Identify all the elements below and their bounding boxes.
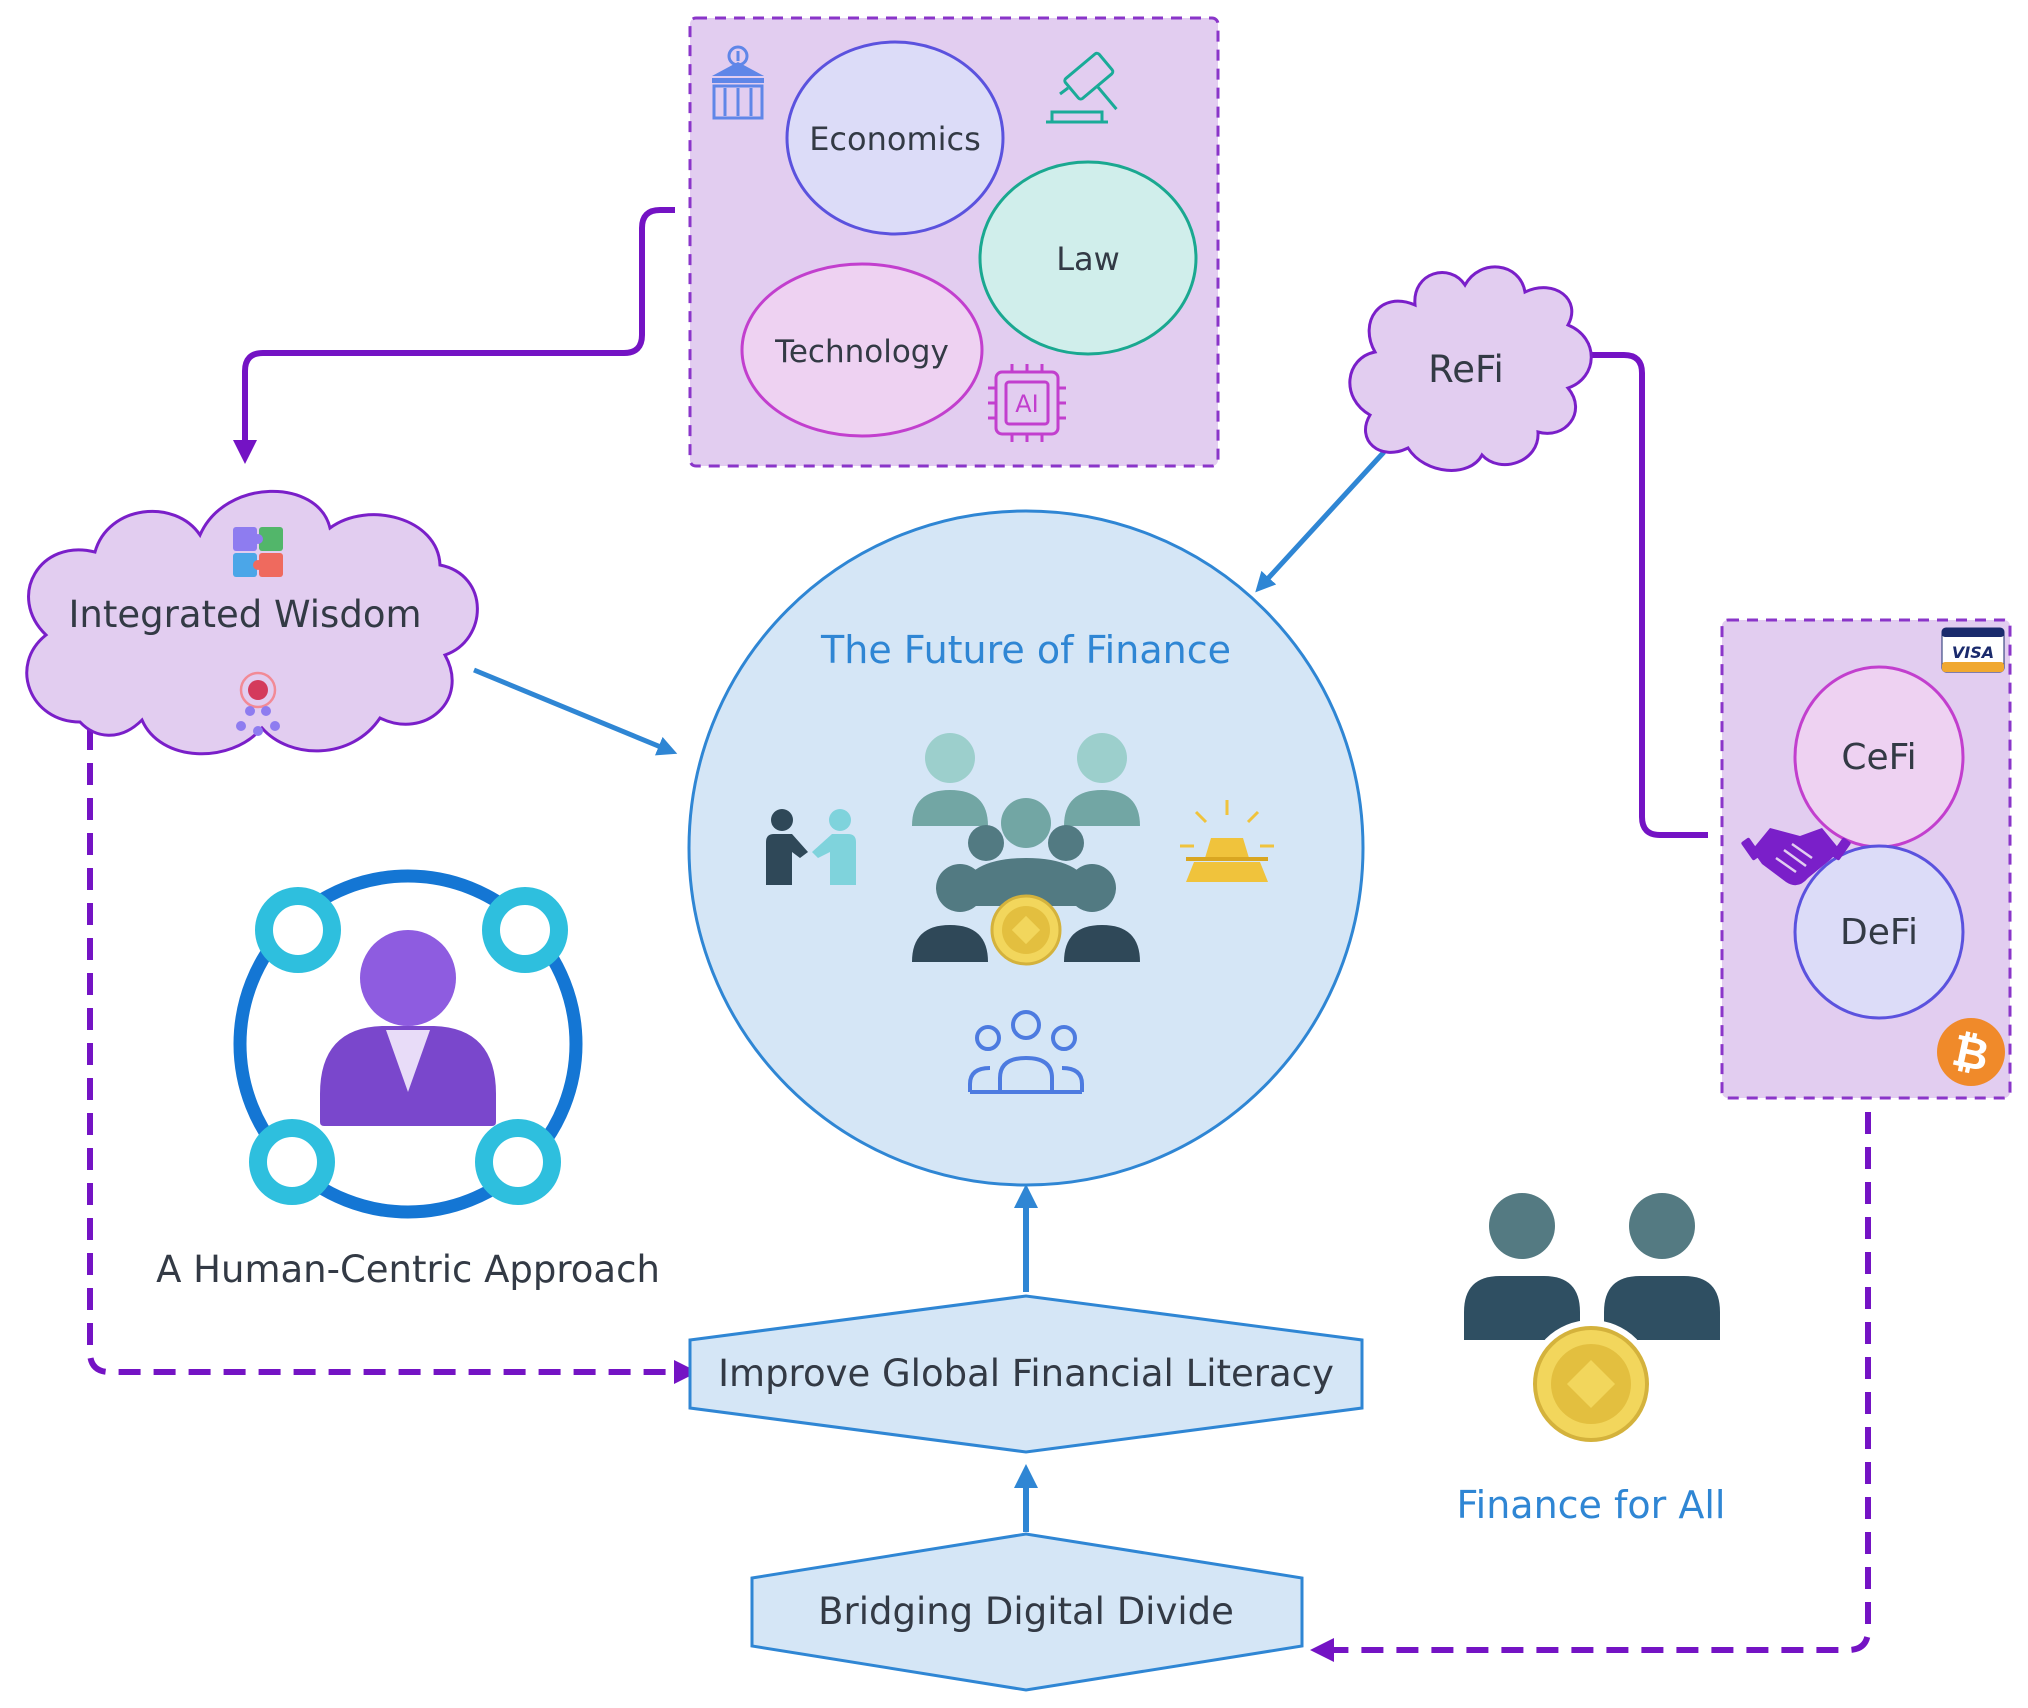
technology-label: Technology: [774, 334, 949, 370]
human-centric-label: A Human-Centric Approach: [156, 1248, 660, 1291]
disciplines-panel: Economics Law Technology AI: [688, 16, 1220, 468]
community-coin-icon: [912, 733, 1140, 966]
ai-chip-icon: AI: [988, 364, 1066, 442]
law-label: Law: [1056, 240, 1120, 278]
location-icon: [236, 671, 280, 736]
refi-cloud: ReFi: [1348, 265, 1593, 472]
visa-card-icon: VISA: [1941, 627, 2005, 673]
people-coin-icon: [1464, 1193, 1720, 1448]
handshake-icon: [1741, 828, 1851, 886]
finance-for-all-label: Finance for All: [1457, 1483, 1726, 1527]
connectors: [87, 207, 1871, 1662]
visa-card-label: VISA: [1952, 643, 1994, 662]
human-centric-group: A Human-Centric Approach: [156, 869, 660, 1291]
defi-label: DeFi: [1840, 912, 1918, 953]
finance-models-panel: VISA CeFi DeFi ₿: [1720, 618, 2012, 1100]
ai-chip-label: AI: [1015, 390, 1039, 418]
literacy-node: Improve Global Financial Literacy: [688, 1294, 1364, 1454]
bridging-label: Bridging Digital Divide: [818, 1590, 1234, 1633]
puzzle-icon: [233, 527, 283, 577]
integrated-wisdom-label: Integrated Wisdom: [68, 593, 421, 636]
gold-bars-icon: [1180, 800, 1274, 882]
gavel-icon: [1046, 51, 1118, 124]
handshake-people-icon: [766, 809, 856, 885]
refi-label: ReFi: [1428, 348, 1504, 391]
connector-models-to-bridging: [1310, 1112, 1871, 1662]
technology-node: [740, 262, 984, 438]
bridging-node: Bridging Digital Divide: [750, 1532, 1304, 1692]
literacy-label: Improve Global Financial Literacy: [718, 1352, 1334, 1395]
economics-node: [785, 40, 1005, 236]
bitcoin-icon: ₿: [1937, 1018, 2005, 1086]
law-node: [978, 160, 1198, 356]
defi-node: [1793, 844, 1965, 1020]
group-icon: [968, 1010, 1084, 1094]
future-of-finance-title: The Future of Finance: [820, 628, 1231, 672]
finance-for-all-group: Finance for All: [1457, 1193, 1726, 1527]
connector-models-to-refi: [1566, 343, 1708, 838]
bank-icon: [712, 45, 764, 120]
economics-label: Economics: [809, 120, 981, 158]
connector-disciplines-to-wisdom: [233, 207, 675, 464]
future-of-finance-node: The Future of Finance: [687, 509, 1365, 1187]
person-network-icon: [233, 869, 583, 1219]
connector-wisdom-to-literacy: [87, 728, 698, 1384]
connector-wisdom-to-center: [473, 667, 678, 756]
cefi-label: CeFi: [1841, 737, 1916, 778]
connector-refi-to-center: [1255, 450, 1386, 593]
integrated-wisdom-cloud: Integrated Wisdom: [25, 489, 479, 756]
